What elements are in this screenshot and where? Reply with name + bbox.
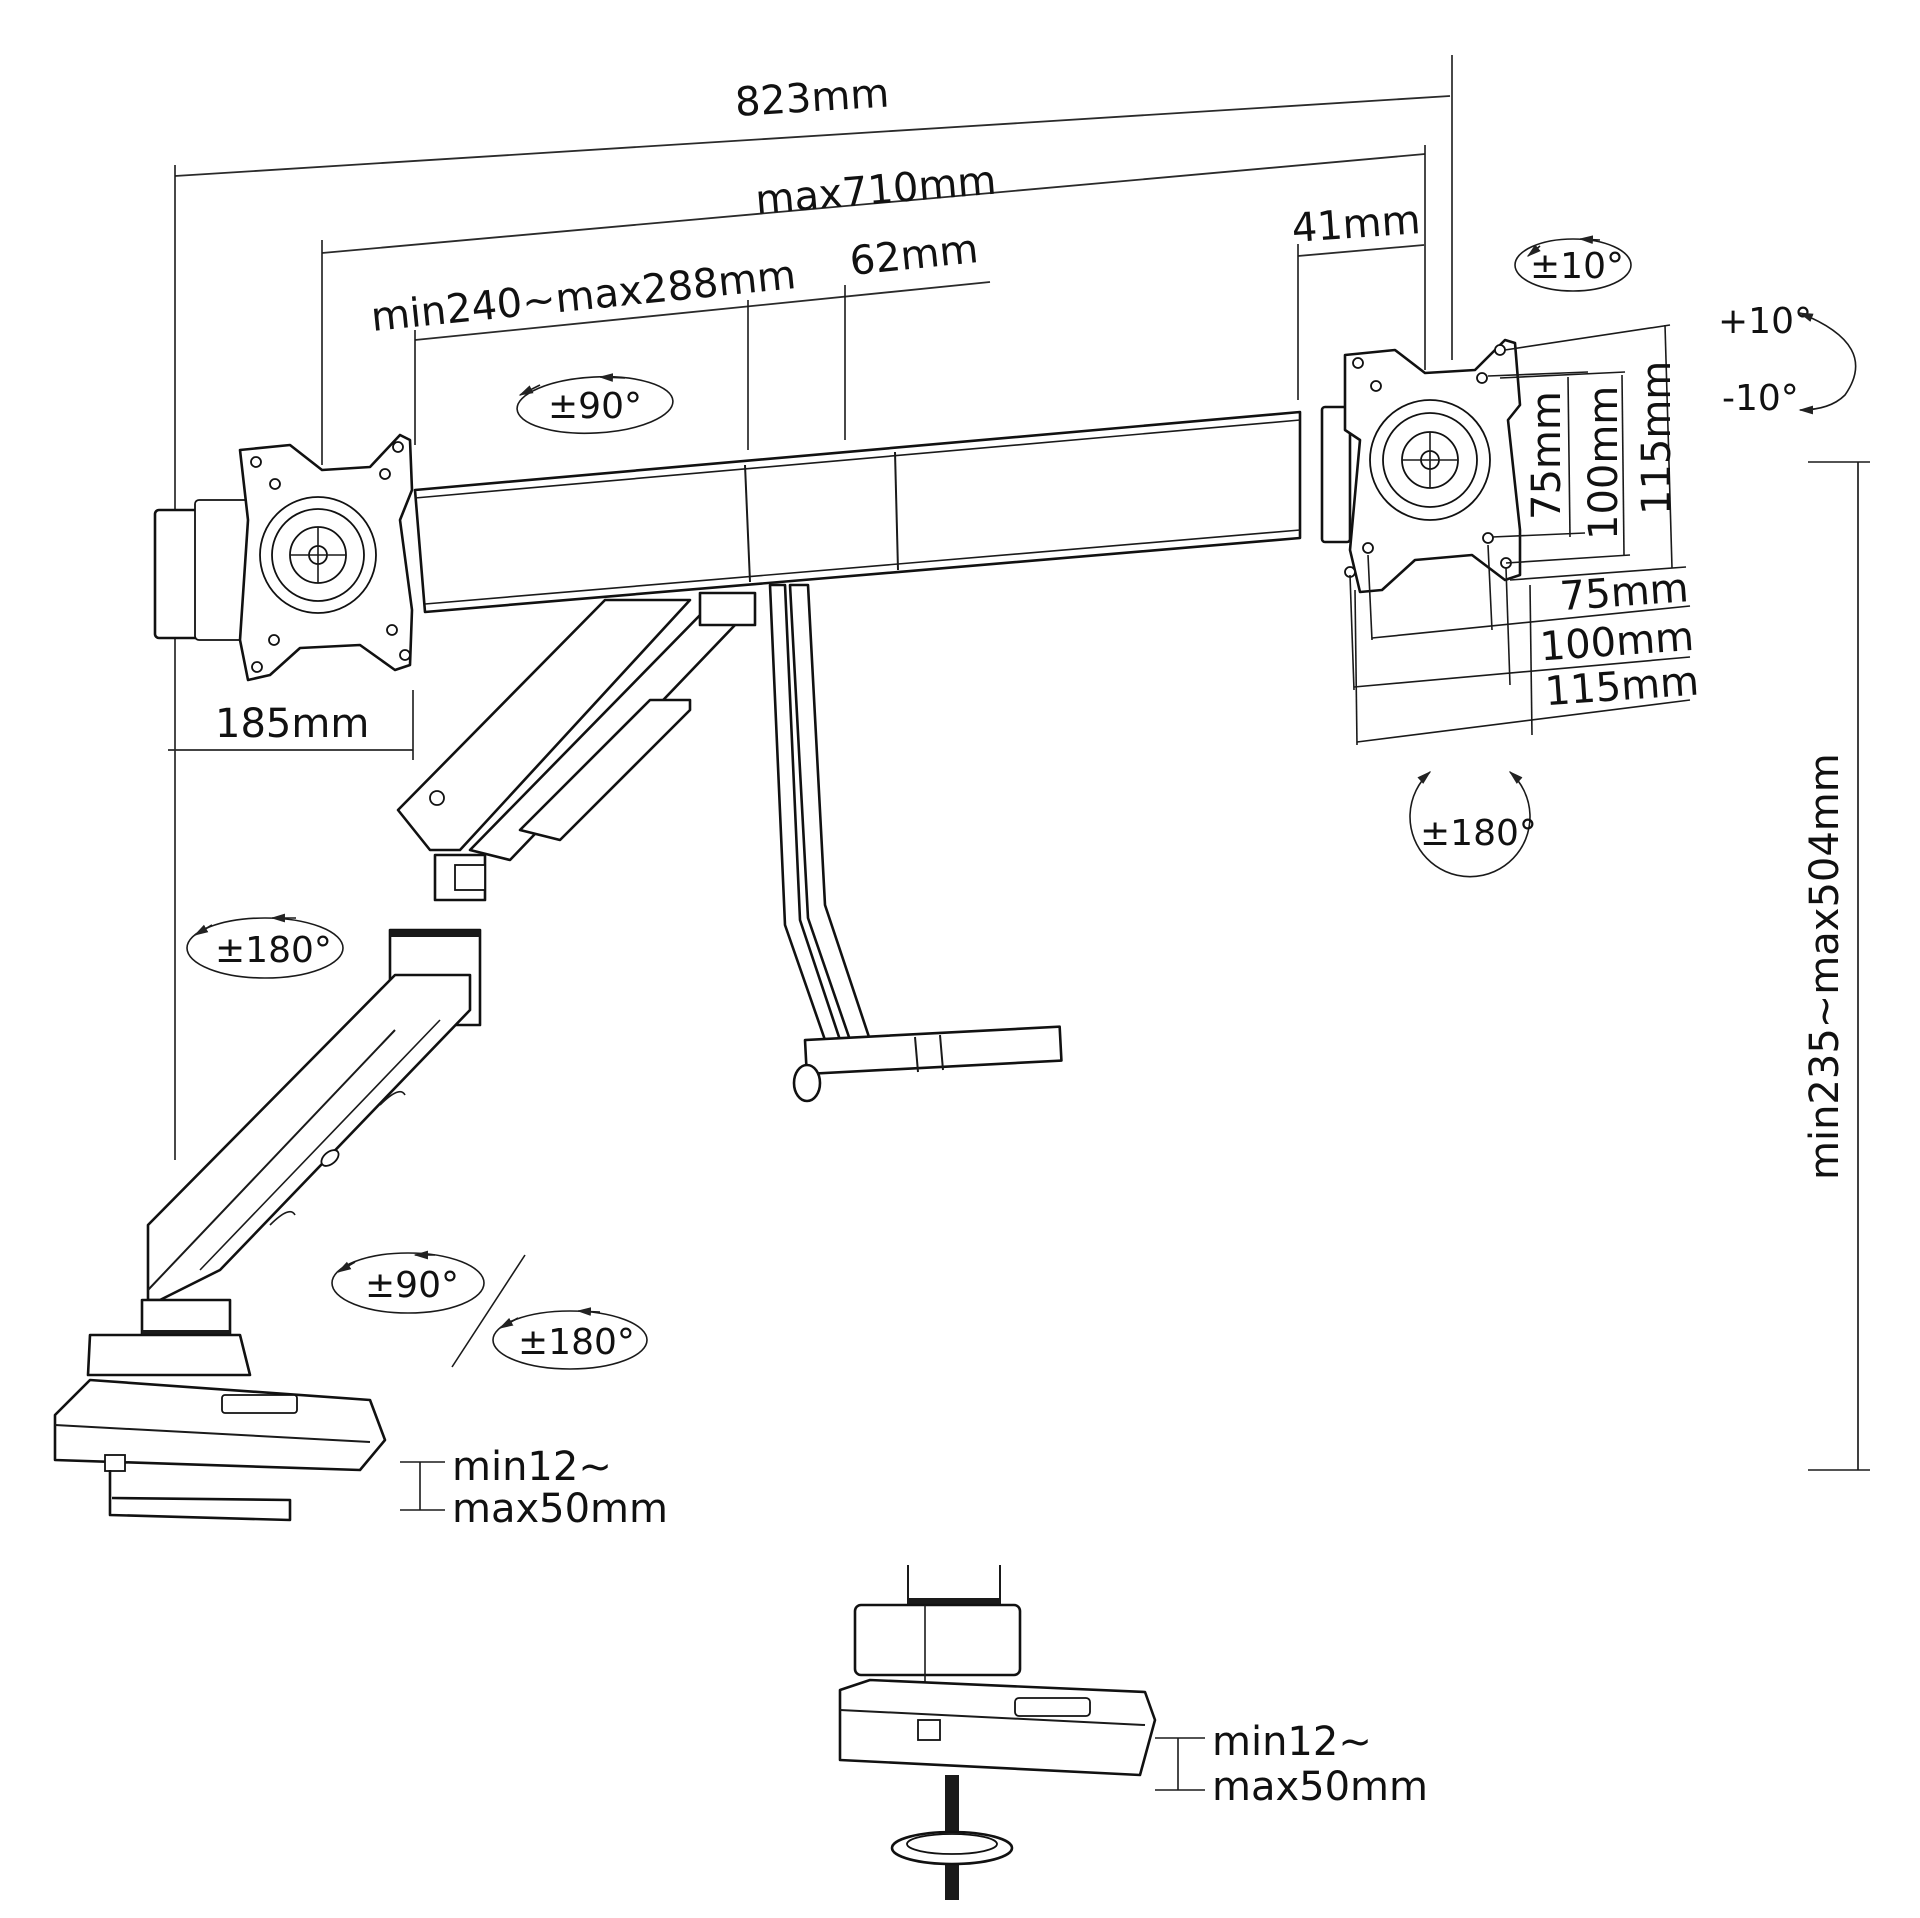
vesa-horizontal-75-label: 75mm <box>1558 565 1690 620</box>
grommet-thickness-line1: min12~ <box>1212 1719 1372 1765</box>
arm-extension-label: min240~max288mm <box>369 252 798 341</box>
elbow-swivel-label: ±180° <box>215 930 332 971</box>
tilt-down-label: -10° <box>1722 378 1799 419</box>
lower-arm <box>146 973 472 1302</box>
grommet-base <box>838 1565 1157 1900</box>
dimension-clamp-thickness: min12~ max50mm <box>400 1444 668 1532</box>
bracket-offset-label: 41mm <box>1290 197 1422 252</box>
clamp-base <box>53 1298 387 1522</box>
rotation-vesa-swivel: ±10° <box>1514 235 1632 292</box>
vesa-swivel-label: ±10° <box>1530 246 1624 287</box>
right-vesa-plate <box>1320 338 1522 594</box>
base-swivel-b-label: ±180° <box>518 1322 635 1363</box>
rotation-base-swivel: ±90° ±180° <box>331 1250 648 1370</box>
clamp-thickness-line1: min12~ <box>452 1444 612 1490</box>
left-reach-label: 185mm <box>215 701 369 747</box>
dimension-bracket-offset: 41mm <box>1290 197 1425 400</box>
dimension-left-reach: 185mm <box>168 690 414 760</box>
tilt-up-label: +10° <box>1718 301 1812 342</box>
rotation-tilt: +10° -10° <box>1718 301 1857 419</box>
center-section-label: 62mm <box>848 226 981 285</box>
dimension-vesa-vertical: 75mm 100mm 115mm <box>1487 324 1687 581</box>
vesa-vertical-100-label: 100mm <box>1581 386 1627 540</box>
vesa-vertical-75-label: 75mm <box>1524 391 1570 520</box>
dimension-arm-extension: min240~max288mm 62mm <box>369 226 991 450</box>
left-vesa-plate <box>153 433 414 682</box>
crossbar <box>413 410 1302 614</box>
overall-width-label: 823mm <box>734 70 891 126</box>
vesa-horizontal-115-label: 115mm <box>1543 659 1700 716</box>
vesa-rotation-label: ±180° <box>1420 813 1537 854</box>
vesa-vertical-115-label: 115mm <box>1634 361 1680 515</box>
base-swivel-a-label: ±90° <box>365 1265 459 1306</box>
dimension-height: min235~max504mm <box>1802 461 1870 1471</box>
handle-bar <box>768 583 1063 1103</box>
dimension-vesa-horizontal: 75mm 100mm 115mm <box>1349 544 1700 746</box>
max-span-label: max710mm <box>754 158 998 224</box>
rotation-elbow-swivel: ±180° <box>186 913 344 979</box>
vesa-horizontal-100-label: 100mm <box>1538 614 1695 671</box>
crossbar-swivel-label: ±90° <box>548 386 642 427</box>
rotation-vesa-180: ±180° <box>1409 771 1537 878</box>
dimension-overall-width: 823mm <box>174 55 1453 1160</box>
grommet-thickness-line2: max50mm <box>1212 1764 1428 1810</box>
rotation-crossbar-swivel: ±90° <box>516 373 674 435</box>
dimension-grommet-thickness: min12~ max50mm <box>1155 1719 1428 1810</box>
clamp-thickness-line2: max50mm <box>452 1486 668 1532</box>
upper-arm <box>396 591 757 902</box>
height-range-label: min235~max504mm <box>1802 753 1848 1180</box>
